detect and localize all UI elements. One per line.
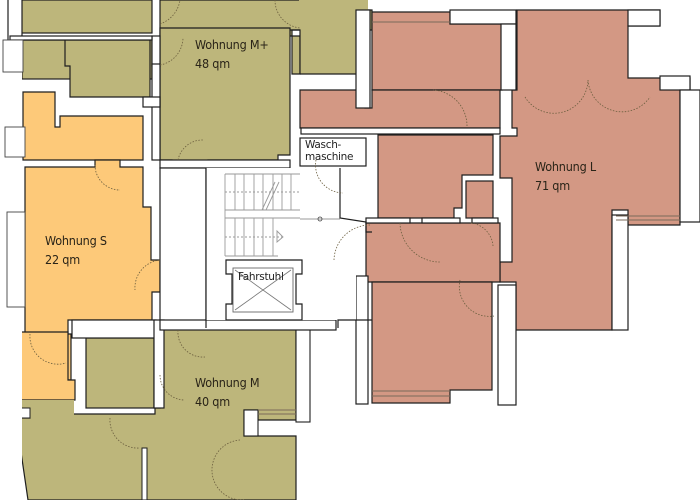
unit-s-fill	[10, 91, 161, 401]
unit-label-s: Wohnung S 22 qm	[45, 231, 107, 269]
stair-post	[317, 216, 323, 222]
unit-name: Wohnung M	[195, 375, 260, 390]
unit-name: Wohnung S	[45, 233, 107, 248]
unit-label-m: Wohnung M 40 qm	[195, 373, 260, 411]
elevator-cross	[234, 269, 292, 311]
unit-name: Wohnung M+	[195, 37, 269, 52]
laundry-room	[299, 137, 367, 167]
laundry-line1: Wasch-	[305, 139, 342, 151]
elevator-label: Fahrstuhl	[238, 271, 284, 283]
laundry-line2: maschine	[305, 151, 354, 163]
wall	[141, 447, 148, 500]
laundry-label: Wasch- maschine	[300, 138, 365, 166]
door-swings	[29, 0, 651, 500]
unit-label-l: Wohnung L 71 qm	[535, 157, 596, 195]
left-windows	[2, 39, 26, 308]
windows	[258, 21, 680, 415]
unit-area: 48 qm	[195, 56, 230, 71]
unit-l-walls	[300, 9, 700, 406]
stairs	[224, 173, 340, 257]
unit-label-m-plus: Wohnung M+ 48 qm	[195, 35, 269, 73]
wall	[295, 319, 311, 423]
unit-m-fill	[12, 327, 297, 500]
elevator-shaft	[225, 259, 303, 321]
unit-area: 40 qm	[195, 394, 230, 409]
unit-name: Wohnung L	[535, 159, 596, 174]
unit-area: 71 qm	[535, 178, 570, 193]
unit-l-fill	[299, 9, 691, 404]
wall	[243, 409, 259, 437]
unit-area: 22 qm	[45, 252, 80, 267]
